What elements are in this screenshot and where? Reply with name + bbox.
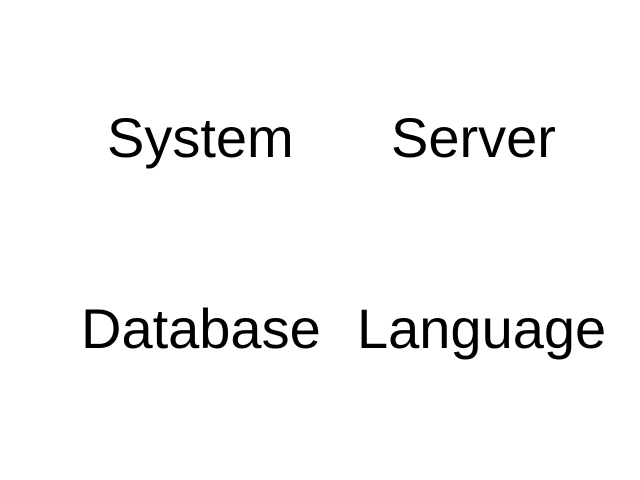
word-server: Server [391,106,556,169]
word-system: System [107,106,294,169]
word-database: Database [81,297,321,360]
word-language: Language [357,297,607,360]
